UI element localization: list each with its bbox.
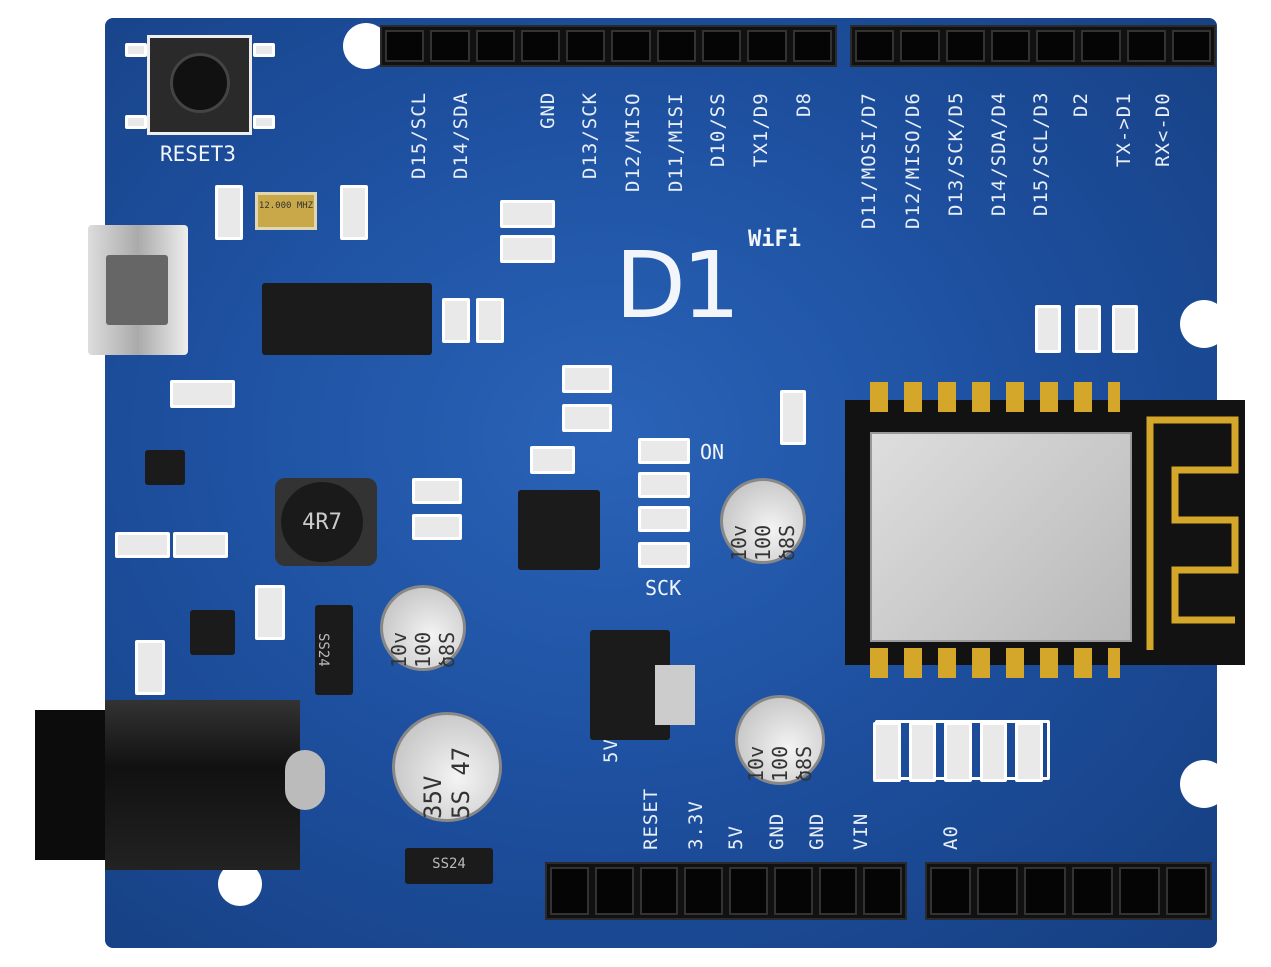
crystal: 12.000 MHZ	[255, 192, 317, 230]
wifi-text: WiFi	[748, 227, 801, 252]
electrolytic-capacitor: ծ8S 100 10v	[735, 695, 825, 785]
electrolytic-capacitor: ծ8S 100 10v	[380, 585, 466, 671]
antenna-trace	[1146, 416, 1239, 650]
usb-serial-chip	[262, 283, 432, 355]
pin-label: GND	[537, 92, 559, 130]
electrolytic-capacitor: 5S 47 35V	[392, 712, 502, 822]
pin-label: D8	[793, 92, 815, 117]
rf-shield	[870, 432, 1132, 642]
mounting-hole	[1180, 300, 1228, 348]
diode: SS24	[315, 605, 353, 695]
micro-usb-port[interactable]	[88, 225, 188, 355]
pin-label: D13/SCK	[579, 92, 601, 180]
pin-label: 3.3V	[685, 800, 707, 850]
pin-label: D13/SCK/D5	[945, 92, 967, 217]
pin-label: D14/SDA/D4	[988, 92, 1010, 217]
inductor-label: 4R7	[281, 482, 363, 562]
on-led-label: ON	[700, 440, 725, 464]
pin-label: D10/SS	[707, 92, 729, 167]
board-logo: D1	[615, 232, 740, 339]
header-top-left	[380, 25, 837, 67]
pin-label: D11/MISI	[665, 92, 687, 192]
reset-button[interactable]	[125, 35, 295, 135]
pin-label: RESET	[640, 787, 662, 850]
reset-label: RESET3	[160, 142, 236, 166]
sck-led-label: SCK	[645, 576, 682, 600]
dc-power-jack[interactable]	[35, 700, 325, 870]
pin-label: D15/SCL/D3	[1030, 92, 1052, 217]
pin-label: D2	[1070, 92, 1092, 117]
pin-label: D15/SCL	[408, 92, 430, 180]
header-top-right	[850, 25, 1216, 67]
header-bottom-power	[545, 862, 907, 920]
pin-label: D11/MOSI/D7	[858, 92, 880, 229]
pin-label: D12/MISO	[622, 92, 644, 192]
regulator-chip	[518, 490, 600, 570]
esp8266-wifi-module	[845, 400, 1245, 665]
header-bottom-analog	[925, 862, 1212, 920]
diode: SS24	[405, 848, 493, 884]
inductor: 4R7	[275, 478, 377, 566]
pin-label: VIN	[850, 812, 872, 850]
pin-label: RX<-D0	[1152, 92, 1174, 167]
pin-label: D14/SDA	[450, 92, 472, 180]
pin-label: TX->D1	[1113, 92, 1135, 167]
mounting-hole	[1180, 760, 1228, 808]
pin-label: 5V	[600, 738, 622, 763]
pin-label: D12/MISO/D6	[902, 92, 924, 229]
electrolytic-capacitor: ծ8S 100 10v	[720, 478, 806, 564]
pin-label: TX1/D9	[750, 92, 772, 167]
